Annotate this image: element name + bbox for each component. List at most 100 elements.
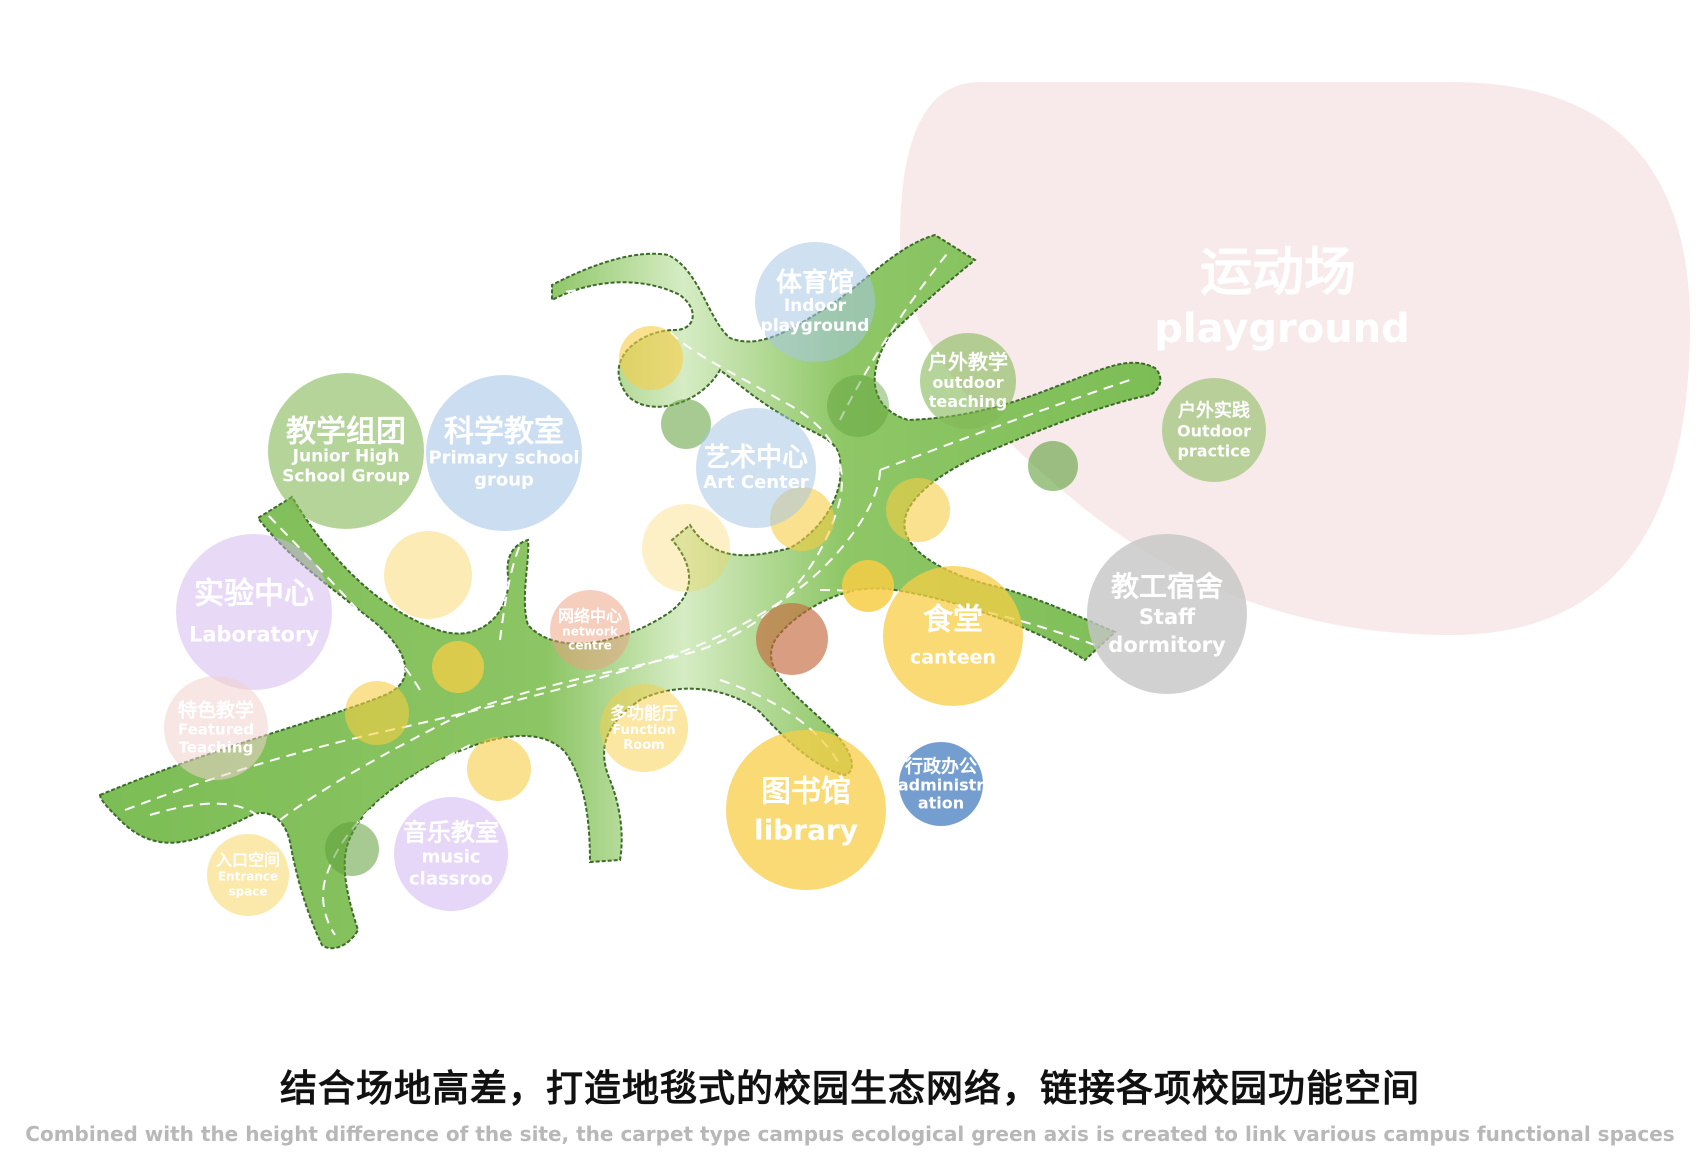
space-function-room-label-en: Room bbox=[623, 738, 664, 753]
space-music-classroom-circle bbox=[394, 797, 508, 911]
playground-zone: 运动场 playground bbox=[900, 82, 1690, 635]
green-axis-shape bbox=[98, 233, 1162, 950]
space-network-centre-circle bbox=[550, 590, 630, 670]
space-administration-circle bbox=[899, 742, 983, 826]
space-outdoor-teaching-label-cn: 户外教学 bbox=[928, 350, 1008, 374]
node-green bbox=[827, 375, 889, 437]
axis-path-branch-nw bbox=[267, 514, 421, 691]
space-indoor-playground-circle bbox=[755, 242, 875, 362]
space-staff-dormitory-label-en: dormitory bbox=[1108, 633, 1226, 657]
space-laboratory-label-cn: 实验中心 bbox=[194, 577, 314, 612]
space-outdoor-practice-label-cn: 户外实践 bbox=[1178, 399, 1250, 421]
node-yellow bbox=[467, 737, 531, 801]
playground-title-cn: 运动场 bbox=[1200, 243, 1356, 303]
space-featured-teaching-label-en: Featured bbox=[178, 721, 254, 739]
space-outdoor-teaching-label-en: teaching bbox=[929, 392, 1008, 411]
space-laboratory: 实验中心 Laboratory bbox=[176, 534, 332, 690]
space-function-room-label-cn: 多功能厅 bbox=[610, 703, 678, 724]
space-junior-high-label-en: Junior High bbox=[292, 447, 400, 467]
space-music-classroom-label-en: classroo bbox=[409, 868, 493, 889]
space-outdoor-teaching-circle bbox=[920, 333, 1016, 429]
space-featured-teaching-label-en: Teaching bbox=[179, 739, 254, 757]
axis-path-upper bbox=[279, 399, 843, 821]
space-laboratory-label-en: Laboratory bbox=[189, 623, 319, 647]
space-music-classroom-label-cn: 音乐教室 bbox=[403, 818, 499, 846]
space-indoor-playground-label-en: Indoor bbox=[784, 296, 847, 316]
node-yellow bbox=[345, 681, 409, 745]
space-outdoor-practice-circle bbox=[1162, 378, 1266, 482]
space-network-centre-label-en: centre bbox=[568, 639, 612, 653]
space-outdoor-practice-label-en: Outdoor bbox=[1177, 421, 1251, 440]
axis-path-branch-se bbox=[819, 589, 1096, 646]
axis-path-branch-n bbox=[564, 288, 781, 401]
space-entrance-space-circle bbox=[207, 834, 289, 916]
node-brown bbox=[756, 603, 828, 675]
space-entrance-space-label-en: Entrance bbox=[218, 870, 278, 884]
node-yellow-pale bbox=[384, 531, 472, 619]
axis-nodes bbox=[325, 326, 1078, 876]
space-canteen-label-en: canteen bbox=[910, 647, 996, 669]
playground-title-en: playground bbox=[1154, 306, 1410, 352]
space-art-center-label-en: Art Center bbox=[703, 472, 809, 493]
space-canteen-circle bbox=[883, 566, 1023, 706]
space-network-centre-label-cn: 网络中心 bbox=[558, 607, 622, 626]
space-staff-dormitory-label-en: Staff bbox=[1139, 605, 1196, 629]
space-music-classroom-label-en: music bbox=[421, 846, 480, 867]
caption-chinese: 结合场地高差，打造地毯式的校园生态网络，链接各项校园功能空间 bbox=[280, 1067, 1420, 1110]
node-green bbox=[661, 399, 711, 449]
space-library-label-cn: 图书馆 bbox=[761, 775, 851, 810]
space-library: 图书馆 library bbox=[726, 730, 886, 890]
node-yellow bbox=[432, 641, 484, 693]
space-administration-label-cn: 行政办公 bbox=[904, 755, 977, 777]
axis-path-entry bbox=[149, 802, 306, 931]
space-art-center-circle bbox=[696, 408, 816, 528]
axis-path-branch-ne bbox=[879, 379, 1131, 471]
caption-english: Combined with the height difference of t… bbox=[25, 1122, 1675, 1146]
space-outdoor-teaching-label-en: outdoor bbox=[932, 373, 1003, 392]
node-yellow bbox=[619, 326, 683, 390]
space-staff-dormitory-circle bbox=[1087, 534, 1247, 694]
space-indoor-playground-label-cn: 体育馆 bbox=[776, 267, 854, 298]
axis-path-branch-s bbox=[719, 679, 841, 766]
space-junior-high-circle bbox=[268, 373, 424, 529]
playground-shape bbox=[900, 82, 1690, 635]
space-junior-high-label-en: School Group bbox=[282, 467, 410, 487]
space-canteen-label-cn: 食堂 bbox=[923, 603, 983, 638]
space-network-centre-label-en: network bbox=[562, 625, 619, 639]
space-indoor-playground-label-en: playground bbox=[761, 316, 870, 336]
space-library-circle bbox=[726, 730, 886, 890]
space-staff-dormitory-label-cn: 教工宿舍 bbox=[1111, 570, 1223, 603]
space-laboratory-circle bbox=[176, 534, 332, 690]
space-primary-school-label-cn: 科学教室 bbox=[444, 415, 564, 450]
space-canteen: 食堂 canteen bbox=[883, 566, 1023, 706]
space-entrance-space-label-cn: 入口空间 bbox=[216, 851, 280, 870]
space-entrance-space-label-en: space bbox=[228, 885, 267, 899]
space-administration-label-en: ation bbox=[918, 793, 964, 812]
space-library-label-en: library bbox=[754, 814, 858, 847]
space-primary-school-label-en: group bbox=[474, 470, 534, 491]
node-green bbox=[325, 822, 379, 876]
space-featured-teaching-circle bbox=[164, 676, 268, 780]
node-yellow-pale bbox=[642, 504, 730, 592]
axis-path-branch-up bbox=[499, 544, 521, 641]
space-administration-label-en: administr bbox=[898, 775, 984, 794]
space-primary-school-circle bbox=[426, 375, 582, 531]
space-outdoor-practice-label-en: practice bbox=[1177, 441, 1250, 460]
axis-path-branch-top bbox=[839, 249, 951, 421]
